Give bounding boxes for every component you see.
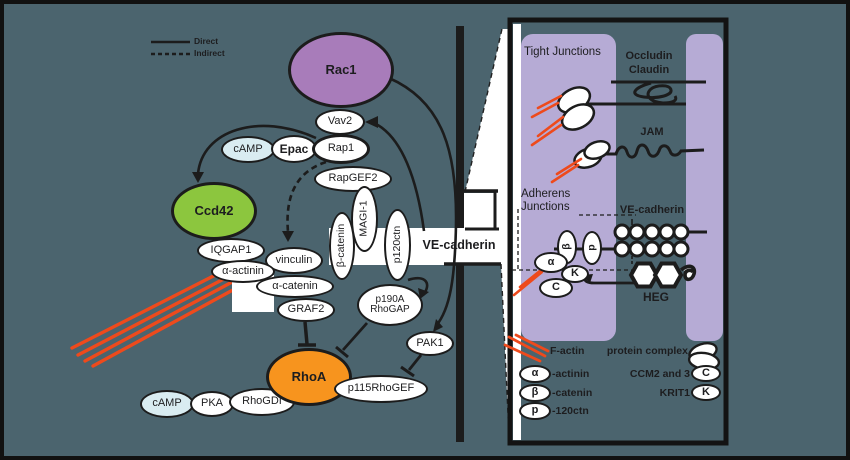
f-actin-legend-icon [503, 333, 550, 363]
heg-label: HEG [642, 290, 669, 304]
node-vav2: Vav2 [315, 109, 365, 135]
jam-squiggle [605, 143, 705, 159]
aj-p120ctn-ellipse: p [582, 231, 602, 265]
node-ccd42: Ccd42 [171, 182, 257, 240]
adherens-junctions-label: Adherens Junctions [521, 188, 571, 214]
legend-p120-label: -120ctn [552, 405, 589, 417]
node-alpha-actinin: α-actinin [211, 260, 275, 283]
ve-cadherin-domains [613, 223, 690, 258]
node-rhoa: RhoA [266, 348, 352, 406]
node-pka: PKA [190, 391, 234, 417]
ve-cadherin-box [329, 189, 501, 266]
legend-p-ellipse: p [519, 402, 551, 420]
rac1-to-pak1-arrow [388, 76, 458, 327]
node-rapgef2: RapGEF2 [314, 166, 392, 192]
p120ctn-to-vav2-arrow [375, 122, 426, 232]
adherens-junction-structures [512, 209, 707, 289]
aj-ccm-ellipse: C [539, 278, 573, 298]
node-p190a-rhogap: p190A RhoGAP [357, 284, 423, 326]
tight-junction-structures [556, 80, 706, 169]
aj-krit1-ellipse: K [561, 265, 589, 283]
aj-alpha-actinin-ellipse: α [534, 252, 568, 273]
protein-complex-legend-label: protein complex [606, 345, 688, 357]
pathway-arrows [192, 76, 458, 378]
protein-complex-ellipse [583, 140, 611, 160]
legend-indirect-label: Indirect [194, 48, 225, 58]
ve-cadherin-right-label: VE-cadherin [619, 204, 685, 216]
tight-junction-f-actin [530, 94, 583, 184]
occludin-label: Occludin [625, 50, 673, 62]
legend-krit1-label: KRIT1 [659, 387, 690, 399]
node-pak1: PAK1 [406, 331, 454, 356]
graf2-inhibits-rhoa [303, 321, 309, 345]
rap1-to-vinculin-indirect-arrow [286, 160, 327, 233]
cell-membrane-line [456, 26, 464, 442]
protein-complex-ellipse [560, 103, 596, 131]
node-p115rhogef: p115RhoGEF [334, 375, 428, 403]
legend-catenin-label: -catenin [552, 387, 593, 399]
legend-beta-ellipse: β [519, 384, 551, 402]
f-actin-legend-label: F-actin [550, 345, 585, 357]
heg-receptor [628, 261, 697, 289]
magnifier-beam [464, 28, 510, 438]
legend-c-ellipse: C [691, 365, 721, 382]
f-actin-bundle [70, 263, 255, 368]
node-rac1: Rac1 [288, 32, 394, 108]
node-alpha-catenin: α-catenin [256, 275, 334, 298]
node-rap1: Rap1 [312, 134, 370, 164]
node-iqgap1: IQGAP1 [197, 238, 265, 263]
right-cell-membrane [686, 34, 723, 341]
node-p120ctn: p120ctn [384, 209, 411, 281]
line-type-legend-icons [151, 40, 190, 56]
p190a-inhibits-rhoa [341, 322, 369, 351]
node-graf2: GRAF2 [277, 298, 335, 322]
node-camp-top: cAMP [221, 136, 275, 163]
claudin-label: Claudin [628, 64, 670, 76]
node-camp-bottom: cAMP [140, 390, 194, 418]
legend-alpha-ellipse: α [519, 365, 551, 383]
tight-junctions-label: Tight Junctions [524, 46, 601, 58]
pak1-inhibits-p115rhogef [407, 354, 423, 371]
legend-direct-label: Direct [194, 36, 219, 46]
legend-ccm-label: CCM2 and 3 [629, 368, 690, 380]
occludin-claudin-fold [633, 81, 678, 105]
node-magi1: MAGI-1 [351, 186, 378, 252]
legend-k-ellipse: K [691, 384, 721, 401]
legend-actinin-label: -actinin [552, 368, 590, 380]
jam-label: JAM [640, 126, 664, 138]
rap1-to-ccd42-arrow [196, 124, 317, 175]
node-epac: Epac [271, 135, 317, 163]
ve-cadherin-label: VE-cadherin [422, 238, 496, 252]
